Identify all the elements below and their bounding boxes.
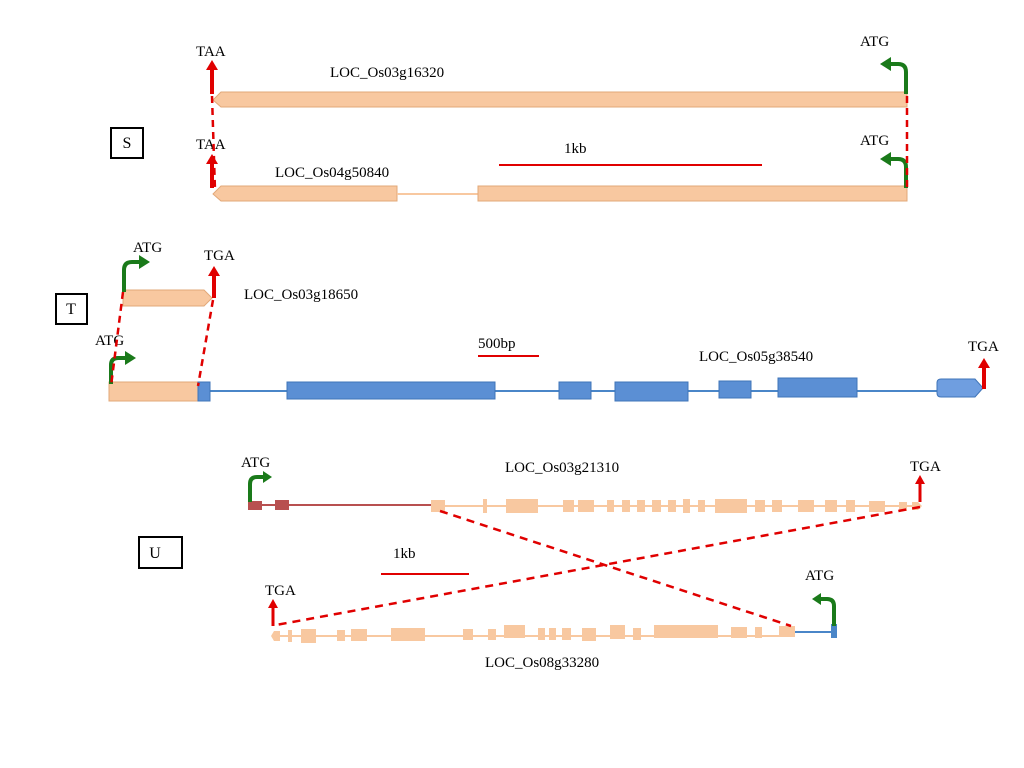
start-arrow-icon (109, 351, 136, 384)
correspondence-line (439, 509, 792, 628)
gene-t1-name: LOC_Os03g18650 (244, 287, 358, 303)
scale-bar-t: 500bp (478, 336, 539, 357)
gene-u1-exon-red (248, 501, 262, 510)
correspondence-line (210, 95, 217, 191)
gene-t1-start-label: ATG (133, 240, 162, 256)
gene-u1-exon-red (275, 500, 289, 510)
panel-t: T LOC_Os03g18650 ATG TGA (55, 240, 999, 402)
gene-t2-exon (718, 380, 752, 399)
scale-bar-t-label: 500bp (478, 336, 516, 352)
stop-arrow-icon (206, 60, 218, 94)
gene-t2-name: LOC_Os05g38540 (699, 349, 813, 365)
start-arrow-icon (248, 471, 272, 502)
gene-t2: LOC_Os05g38540 ATG TGA (95, 333, 999, 402)
gene-t2-stop-label: TGA (968, 339, 999, 355)
gene-t2-utr (108, 381, 200, 402)
gene-s2-name: LOC_Os04g50840 (275, 165, 389, 181)
scale-bar-s-label: 1kb (564, 141, 587, 157)
gene-u1-start-label: ATG (241, 455, 270, 471)
gene-t1-stop-label: TGA (204, 248, 235, 264)
gene-u2-name: LOC_Os08g33280 (485, 655, 599, 671)
gene-u1-name: LOC_Os03g21310 (505, 460, 619, 476)
gene-u2: LOC_Os08g33280 ATG TGA (265, 568, 837, 671)
correspondence-line (275, 505, 921, 627)
stop-arrow-icon (268, 599, 278, 626)
stop-arrow-icon (208, 266, 220, 298)
gene-u1-stop-label: TGA (910, 459, 941, 475)
gene-s2: LOC_Os04g50840 TAA ATG (196, 133, 908, 202)
gene-t2-exon-last (936, 378, 984, 398)
gene-u2-exons (271, 625, 795, 643)
panel-t-label: T (66, 301, 76, 318)
gene-u1: LOC_Os03g21310 ATG TGA (241, 455, 941, 513)
gene-s2-exon-1 (212, 185, 398, 202)
scale-bar-s: 1kb (499, 141, 762, 166)
panel-s-label: S (123, 135, 132, 152)
gene-t2-start-label: ATG (95, 333, 124, 349)
gene-s1-name: LOC_Os03g16320 (330, 65, 444, 81)
start-arrow-icon (812, 593, 836, 626)
gene-t2-exon (286, 381, 496, 400)
stop-arrow-icon (915, 475, 925, 502)
panel-u-label: U (149, 545, 161, 562)
panel-s: S LOC_Os03g16320 TAA ATG LOC_Os04g50840 … (110, 34, 909, 202)
gene-s1-start-label: ATG (860, 34, 889, 50)
gene-s1-stop-label: TAA (196, 44, 226, 60)
stop-arrow-icon (206, 154, 218, 188)
start-arrow-icon (122, 255, 150, 292)
gene-t2-exon (777, 377, 858, 398)
panel-u: U (138, 455, 941, 671)
gene-t2-exon (197, 381, 211, 402)
gene-t1-exon (122, 289, 213, 307)
gene-t2-exon (614, 381, 689, 402)
start-arrow-icon (880, 152, 908, 188)
gene-s2-stop-label: TAA (196, 137, 226, 153)
gene-s2-exon-2 (477, 185, 908, 202)
gene-u1-exons (431, 499, 922, 513)
gene-u2-exon-blue (831, 624, 837, 638)
gene-u2-start-label: ATG (805, 568, 834, 584)
scale-bar-u-label: 1kb (393, 546, 416, 562)
start-arrow-icon (880, 57, 908, 94)
gene-s1-exon (212, 91, 908, 108)
gene-s2-start-label: ATG (860, 133, 889, 149)
panel-u-box (138, 536, 183, 569)
panel-s-box (110, 127, 144, 159)
stop-arrow-icon (978, 358, 990, 389)
gene-t1: LOC_Os03g18650 ATG TGA (122, 240, 358, 307)
panel-t-box (55, 293, 88, 325)
gene-t2-exon (558, 381, 592, 400)
correspondence-line (109, 291, 125, 387)
gene-s1: LOC_Os03g16320 TAA ATG (196, 34, 908, 108)
correspondence-line (196, 299, 215, 387)
gene-u2-stop-label: TGA (265, 583, 296, 599)
scale-bar-u: 1kb (381, 546, 469, 575)
